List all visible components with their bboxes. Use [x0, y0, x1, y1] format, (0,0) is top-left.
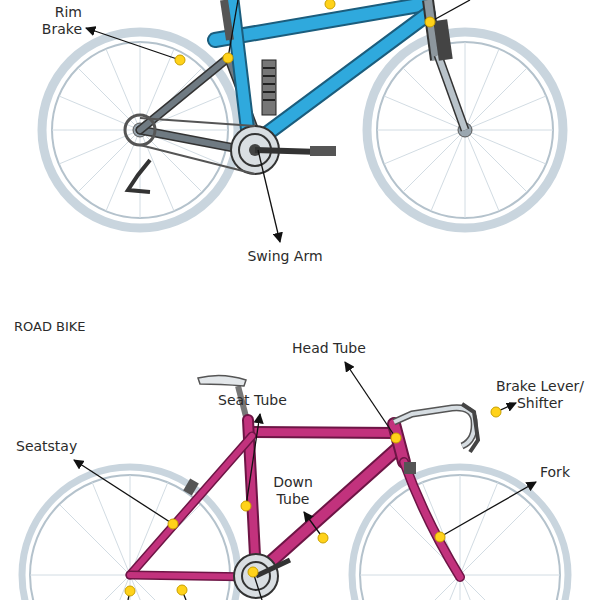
part-label: Down Tube: [266, 474, 320, 508]
part-label: Fork: [540, 464, 570, 481]
road-dots: [125, 407, 501, 596]
part-label: Seat Tube: [218, 392, 287, 409]
rear-shock: [262, 60, 276, 115]
road-bike: [22, 362, 568, 600]
road-drivetrain: [183, 462, 416, 598]
mtb-dots: [175, 0, 435, 65]
road-frame: [130, 420, 460, 577]
part-label: Head Tube: [292, 340, 366, 357]
section-heading: ROAD BIKE: [14, 318, 86, 335]
part-label: Brake Lever/ Shifter: [484, 378, 596, 412]
part-label: Rim Brake: [28, 4, 82, 38]
mountain-bike: [42, 0, 563, 242]
mtb-wheels: [42, 32, 563, 228]
road-leader-lines: [74, 362, 536, 600]
mtb-drivetrain: [125, 115, 336, 192]
handlebar-levers: [394, 404, 478, 452]
mtb-leader-lines: [86, 0, 470, 242]
part-label: Seatstay: [16, 438, 77, 455]
part-label: Swing Arm: [230, 248, 340, 265]
